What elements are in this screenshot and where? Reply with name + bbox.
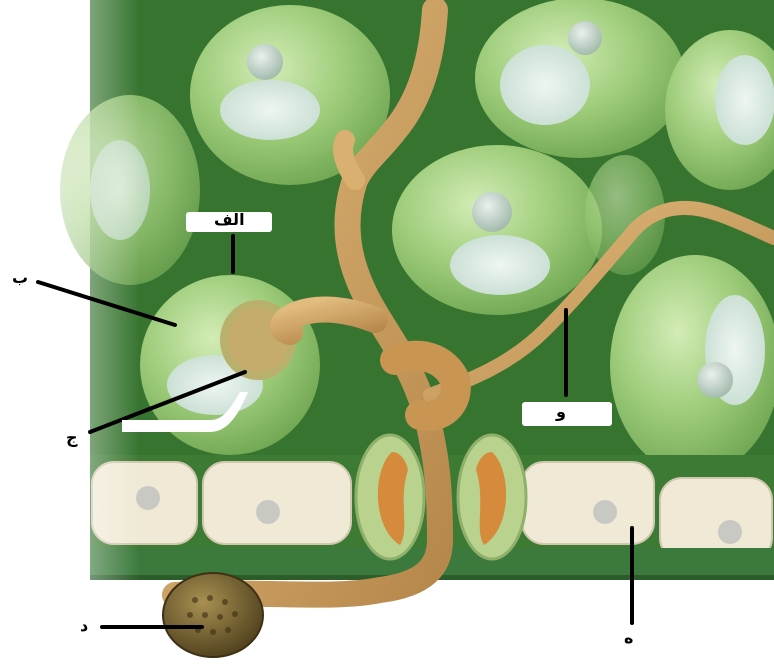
label-dal: د [80,618,88,634]
epidermis-cell [660,478,772,560]
label-vav: و [556,404,566,420]
epidermis-cell [522,462,654,544]
guard-cell-left [356,435,424,559]
epidermis-cell [203,462,351,544]
hypha-top-branch [343,140,355,180]
label-he: ه [624,630,633,646]
mesophyll-cell [392,145,602,315]
label-alef: الف [214,212,245,228]
spore [163,573,263,657]
label-jim: ج [66,430,78,446]
guard-cell-right [458,435,526,559]
mesophyll-cell [475,0,685,158]
mesophyll-cell [610,255,774,475]
label-be: ب [12,270,28,286]
left-fade [0,0,140,600]
